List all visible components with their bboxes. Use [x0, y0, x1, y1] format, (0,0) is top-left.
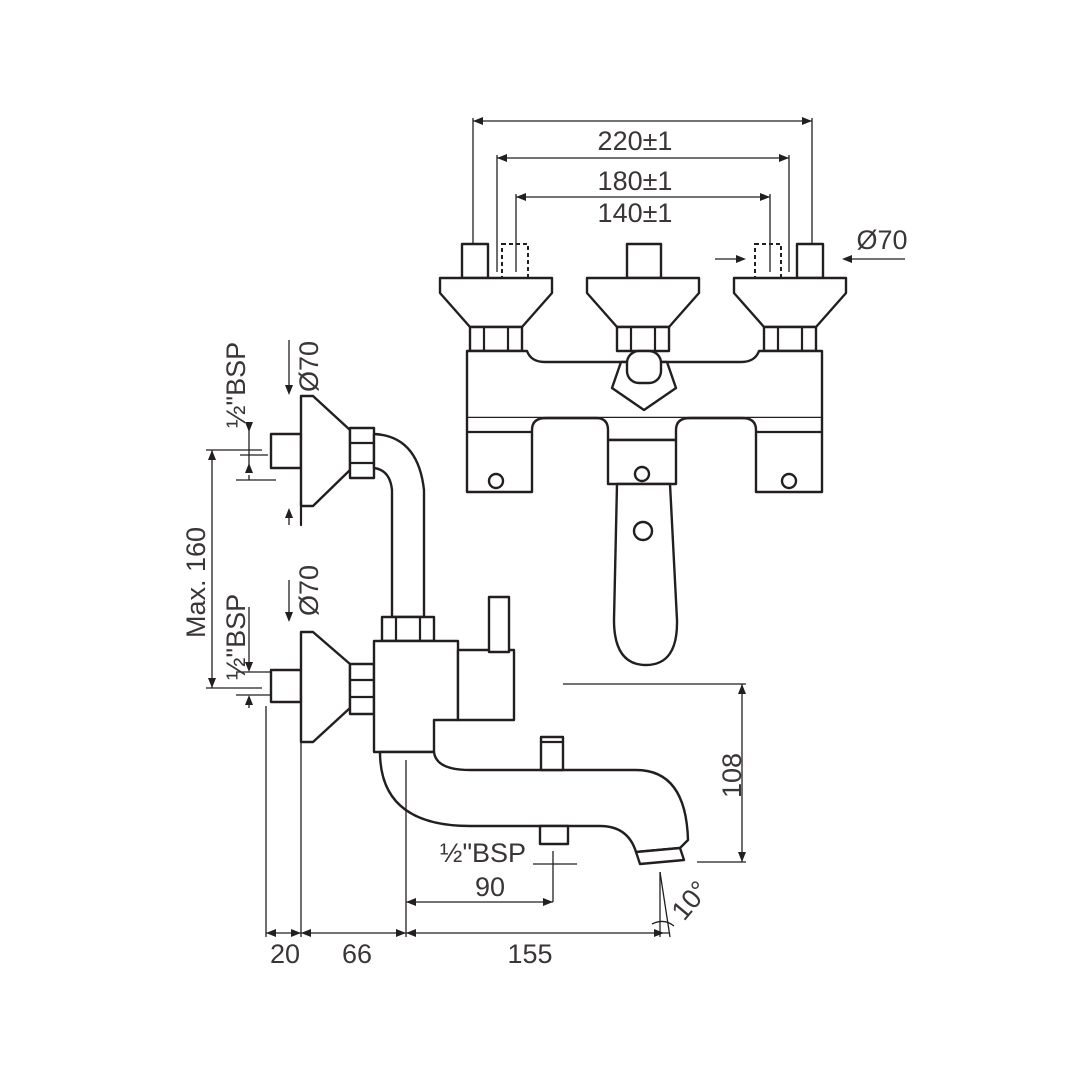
spout-angle-label: 10° — [666, 875, 715, 926]
vertical-span-label: Max. 160 — [181, 527, 211, 638]
lower-wall-flange — [269, 630, 376, 744]
side-mixer-body — [372, 639, 460, 754]
top-nuts — [468, 325, 818, 353]
dim-220-label: 220±1 — [598, 126, 673, 156]
mixer-top-nut — [380, 615, 436, 643]
upper-wall-flange — [269, 394, 376, 527]
horizontal-dimensions — [265, 706, 675, 938]
upper-thread-label: ½"BSP — [221, 342, 251, 428]
lower-inlet-dimensions — [236, 580, 293, 708]
top-view: 220±1 180±1 140±1 Ø70 — [438, 117, 908, 667]
center-flange — [585, 276, 701, 329]
top-lever — [612, 482, 679, 667]
dim-180-label: 180±1 — [598, 166, 673, 196]
spout — [378, 750, 690, 854]
vertical-span-dimension — [206, 449, 262, 689]
riser-pipe — [372, 432, 426, 619]
spout-thread-dimension — [406, 851, 577, 906]
top-inlet-studs — [460, 242, 825, 280]
upper-diameter-label: Ø70 — [294, 341, 324, 392]
side-view: ½"BSP Ø70 ½"BSP Ø70 Max. 160 — [181, 340, 747, 969]
spout-height-label: 108 — [717, 753, 747, 798]
diverter-button — [539, 735, 565, 772]
left-flange — [438, 276, 554, 329]
dim-140-label: 140±1 — [598, 198, 673, 228]
lower-thread-label: ½"BSP — [221, 594, 251, 680]
upper-inlet-dimensions — [236, 340, 293, 525]
dim-155-label: 155 — [507, 939, 552, 969]
side-handle-block — [456, 648, 516, 722]
spout-shower-outlet — [538, 824, 570, 846]
lower-diameter-label: Ø70 — [294, 565, 324, 616]
dim-66-label: 66 — [342, 939, 372, 969]
flange-diameter-label: Ø70 — [856, 225, 907, 255]
spout-offset-label: 90 — [475, 872, 505, 902]
dim-20-label: 20 — [270, 939, 300, 969]
spout-height-dimension — [563, 683, 746, 863]
top-dimension-lines — [472, 117, 905, 272]
spout-thread-label: ½"BSP — [440, 838, 526, 868]
side-lever — [487, 595, 511, 654]
right-flange — [732, 276, 848, 329]
